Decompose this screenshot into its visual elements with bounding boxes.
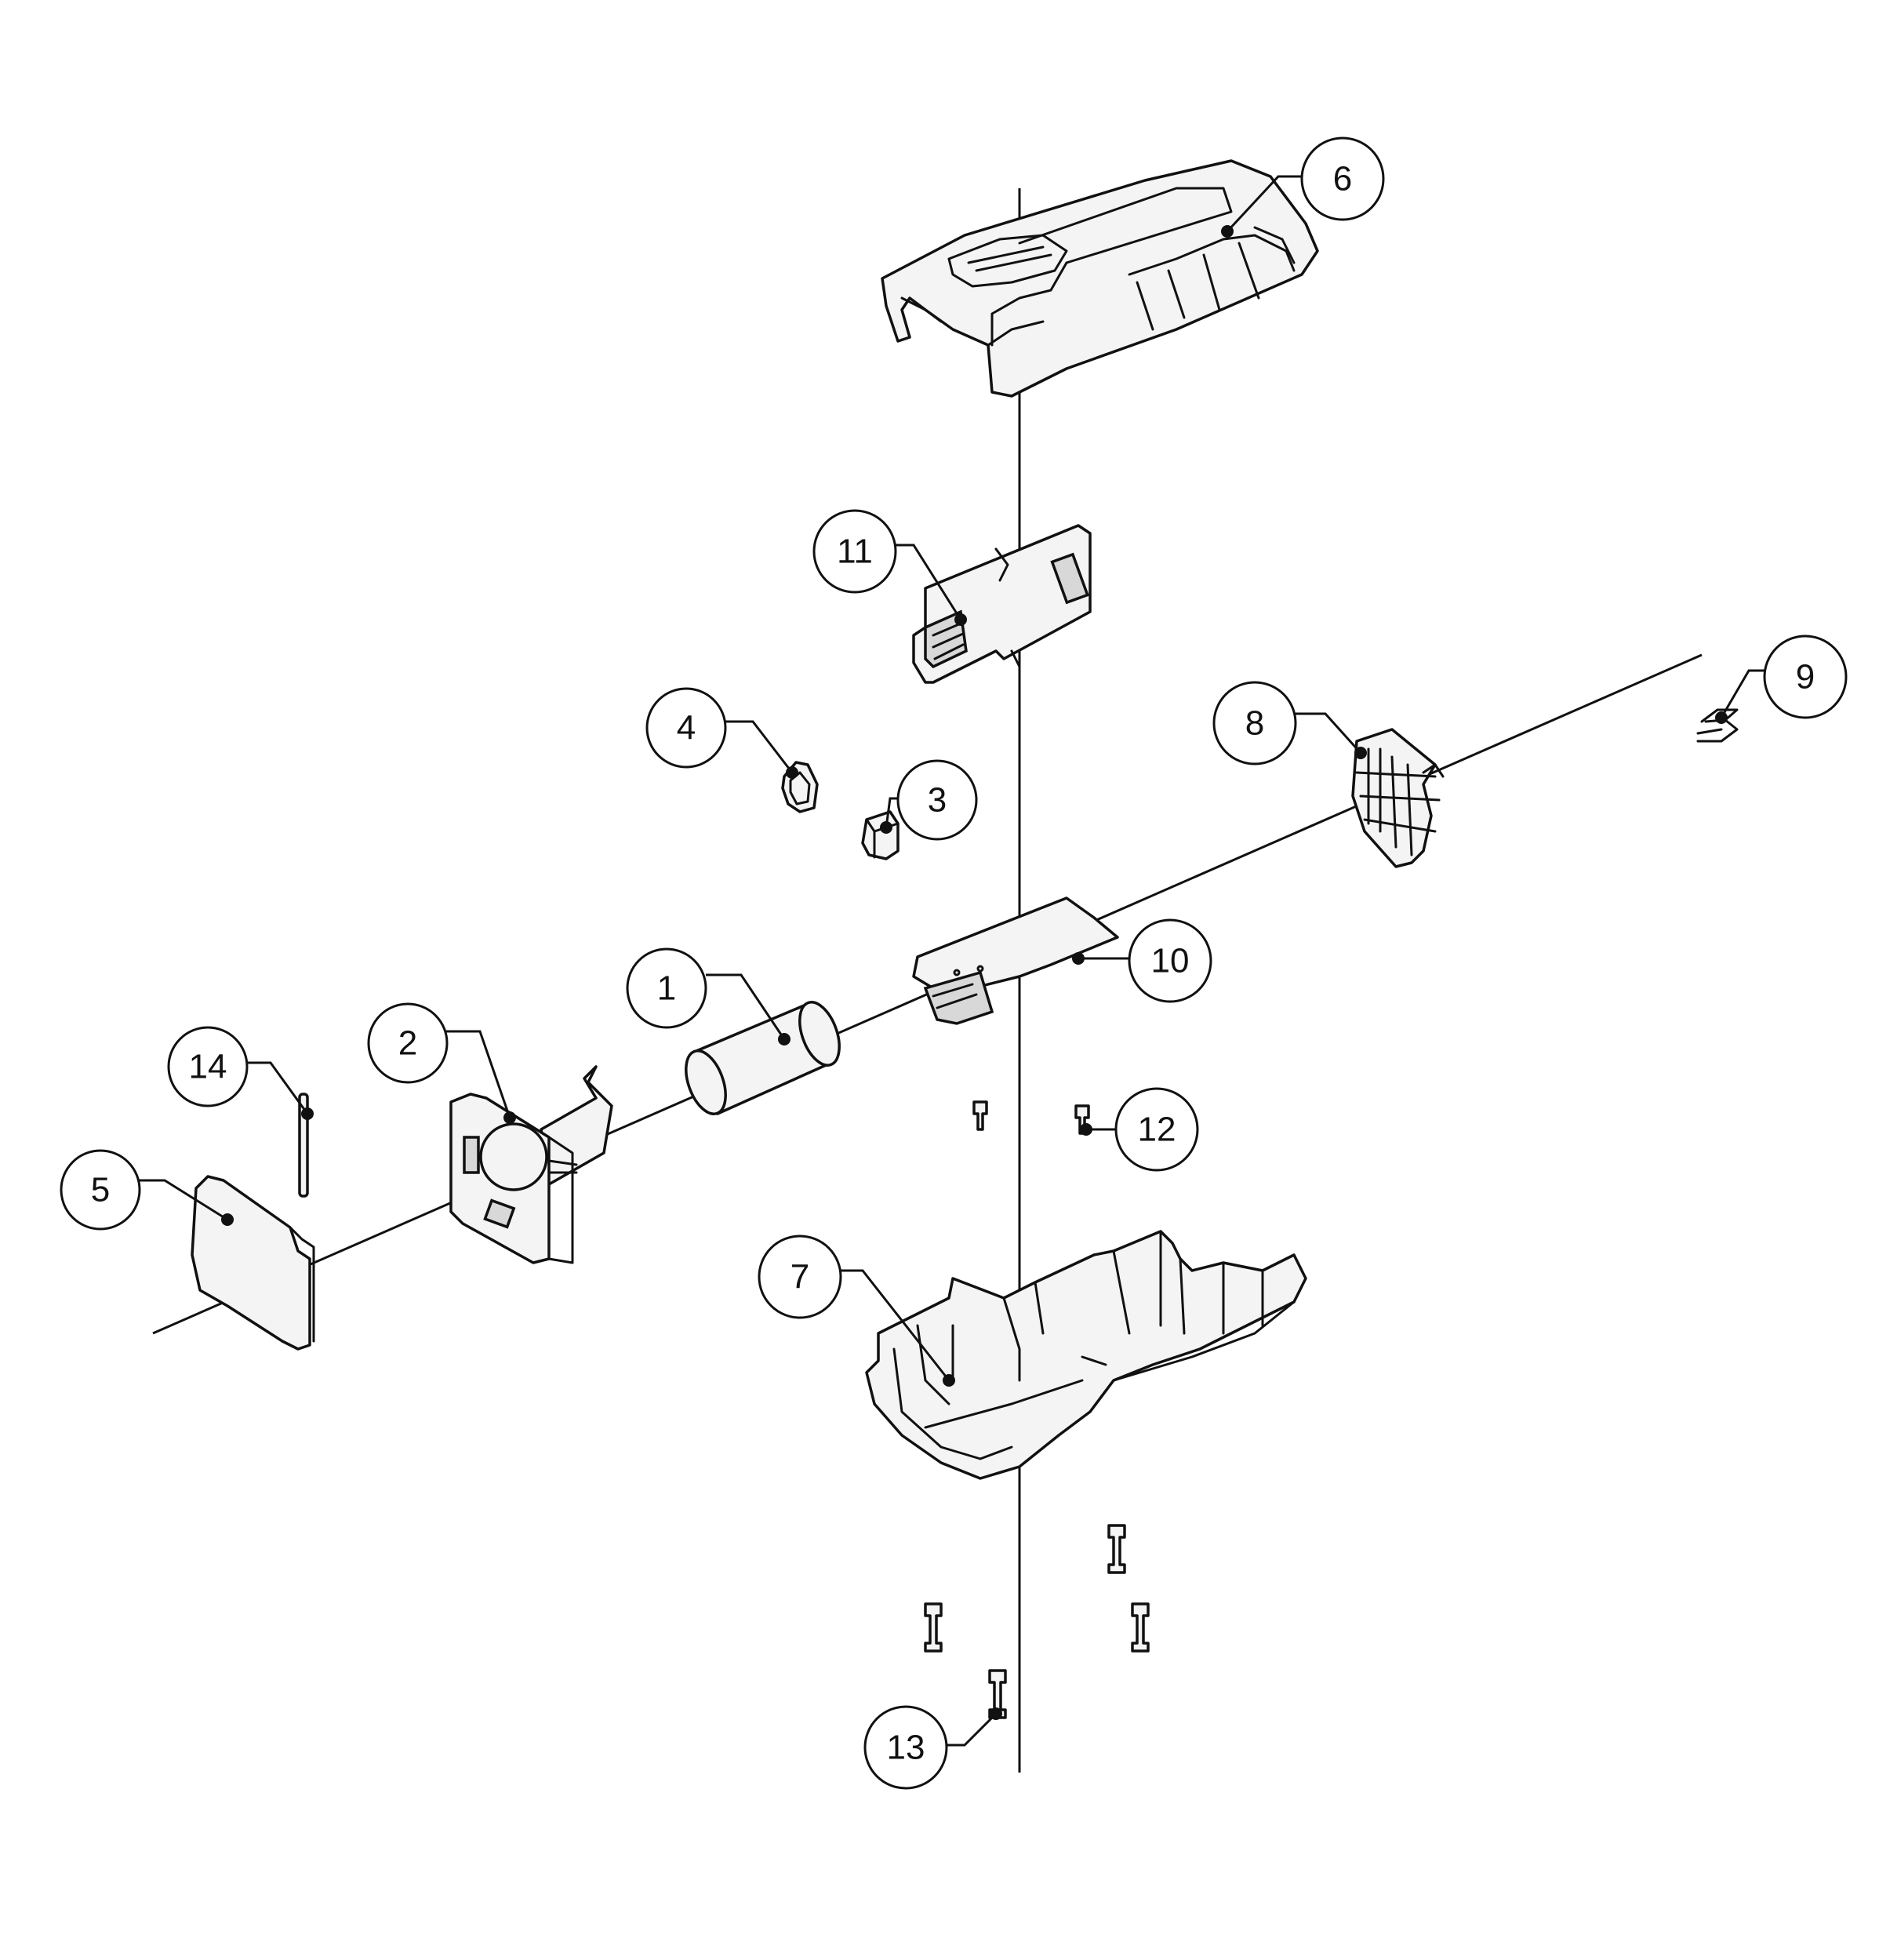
- callout-3: 3: [880, 759, 978, 841]
- callout-label-11: 11: [837, 533, 873, 571]
- part-1-cylinder-tube: [685, 1001, 841, 1115]
- callout-label-13: 13: [887, 1729, 925, 1767]
- callout-label-9: 9: [1796, 658, 1815, 696]
- callout-9: 9: [1715, 635, 1848, 724]
- callout-5: 5: [60, 1149, 234, 1231]
- part-11-circuit-board: [912, 524, 1092, 684]
- part-13-screws: [924, 1524, 1150, 1719]
- part-7-bottom-housing: [865, 1230, 1307, 1480]
- callout-10: 10: [1072, 918, 1212, 1003]
- callout-11: 11: [812, 509, 967, 626]
- callout-label-3: 3: [928, 781, 947, 820]
- part-2-face-plate: [449, 1065, 613, 1264]
- callout-12: 12: [1080, 1087, 1199, 1172]
- callout-label-1: 1: [657, 969, 676, 1008]
- callout-13: 13: [863, 1705, 1002, 1790]
- callout-1: 1: [626, 947, 790, 1045]
- callout-8: 8: [1212, 681, 1367, 765]
- callout-label-8: 8: [1245, 704, 1264, 743]
- part-3-button: [861, 810, 900, 860]
- callout-4: 4: [645, 687, 798, 779]
- part-6-top-housing: [881, 159, 1319, 398]
- callout-7: 7: [758, 1235, 955, 1387]
- part-5-end-cover: [191, 1175, 315, 1351]
- callout-6: 6: [1221, 136, 1385, 238]
- part-8-end-bracket: [1351, 728, 1445, 868]
- callout-label-2: 2: [398, 1024, 417, 1063]
- callout-label-4: 4: [677, 709, 696, 747]
- callout-label-12: 12: [1138, 1111, 1176, 1149]
- callout-14: 14: [167, 1026, 314, 1120]
- callout-label-14: 14: [189, 1048, 227, 1086]
- part-12-screws: [972, 1100, 1090, 1135]
- callout-label-7: 7: [790, 1258, 809, 1296]
- callout-label-6: 6: [1333, 160, 1352, 198]
- callout-label-5: 5: [91, 1171, 110, 1209]
- part-10-bracket-plate: [912, 896, 1119, 1025]
- callout-label-10: 10: [1151, 942, 1190, 980]
- callout-2: 2: [367, 1002, 516, 1124]
